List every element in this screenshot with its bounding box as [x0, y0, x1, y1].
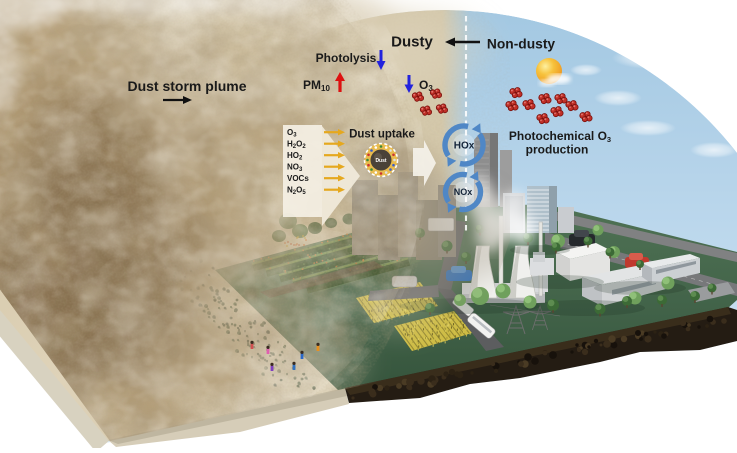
- svg-text:NOx: NOx: [454, 187, 473, 197]
- svg-text:production: production: [526, 143, 589, 157]
- svg-text:NO3: NO3: [287, 163, 303, 174]
- svg-text:Dust: Dust: [375, 158, 386, 164]
- svg-text:Dust uptake: Dust uptake: [349, 129, 415, 141]
- svg-text:VOCs: VOCs: [287, 174, 309, 183]
- svg-text:O3: O3: [287, 128, 297, 139]
- svg-text:Dusty: Dusty: [391, 34, 433, 51]
- svg-text:N2O5: N2O5: [287, 186, 306, 197]
- svg-text:Photolysis: Photolysis: [316, 51, 377, 65]
- svg-text:HO2: HO2: [287, 151, 303, 162]
- svg-text:H2O2: H2O2: [287, 140, 306, 151]
- svg-text:Non-dusty: Non-dusty: [487, 37, 556, 52]
- svg-text:Dust storm plume: Dust storm plume: [127, 78, 246, 94]
- svg-text:Photochemical O3: Photochemical O3: [509, 129, 611, 144]
- svg-text:HOx: HOx: [454, 141, 475, 152]
